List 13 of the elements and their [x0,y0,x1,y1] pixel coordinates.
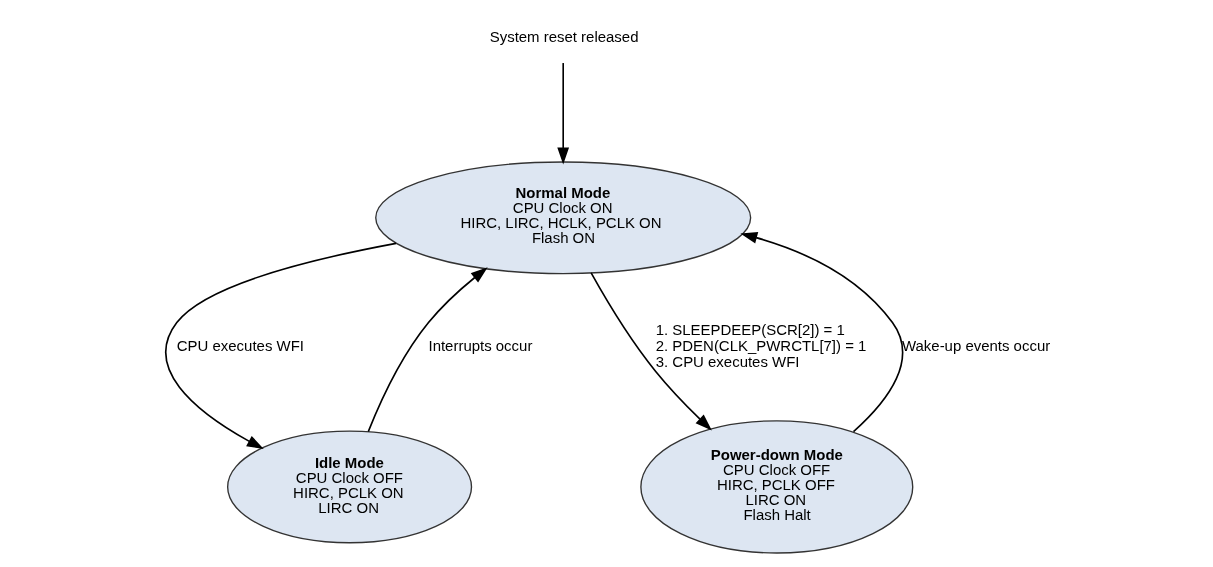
arrow [590,272,712,431]
arrow [740,232,904,433]
edge-label: CPU executes WFI [176,336,304,354]
node-ellipse: Idle Mode CPU Clock OFF HIRC, PCLK ON LIRC ON [227,430,473,544]
edge-label: 1. SLEEPDEEP(SCR[2]) = 1 2. PDEN(CLK_PWRCTL[7]) = 1 3. CPU executes WFI [655,320,867,371]
edge-label: Interrupts occur [428,336,533,354]
arrow [557,62,570,165]
node-ellipse: Power-down Mode CPU Clock OFF HIRC, PCLK OFF LIRC ON Flash Halt [640,420,914,554]
node-text: System reset released [489,27,639,45]
arrow [367,267,488,433]
edge-label: Wake-up events occur [901,336,1051,354]
node-ellipse: Normal Mode CPU Clock ON HIRC, LIRC, HCLK, PCLK ON Flash ON [375,161,752,275]
arrow [165,242,397,450]
